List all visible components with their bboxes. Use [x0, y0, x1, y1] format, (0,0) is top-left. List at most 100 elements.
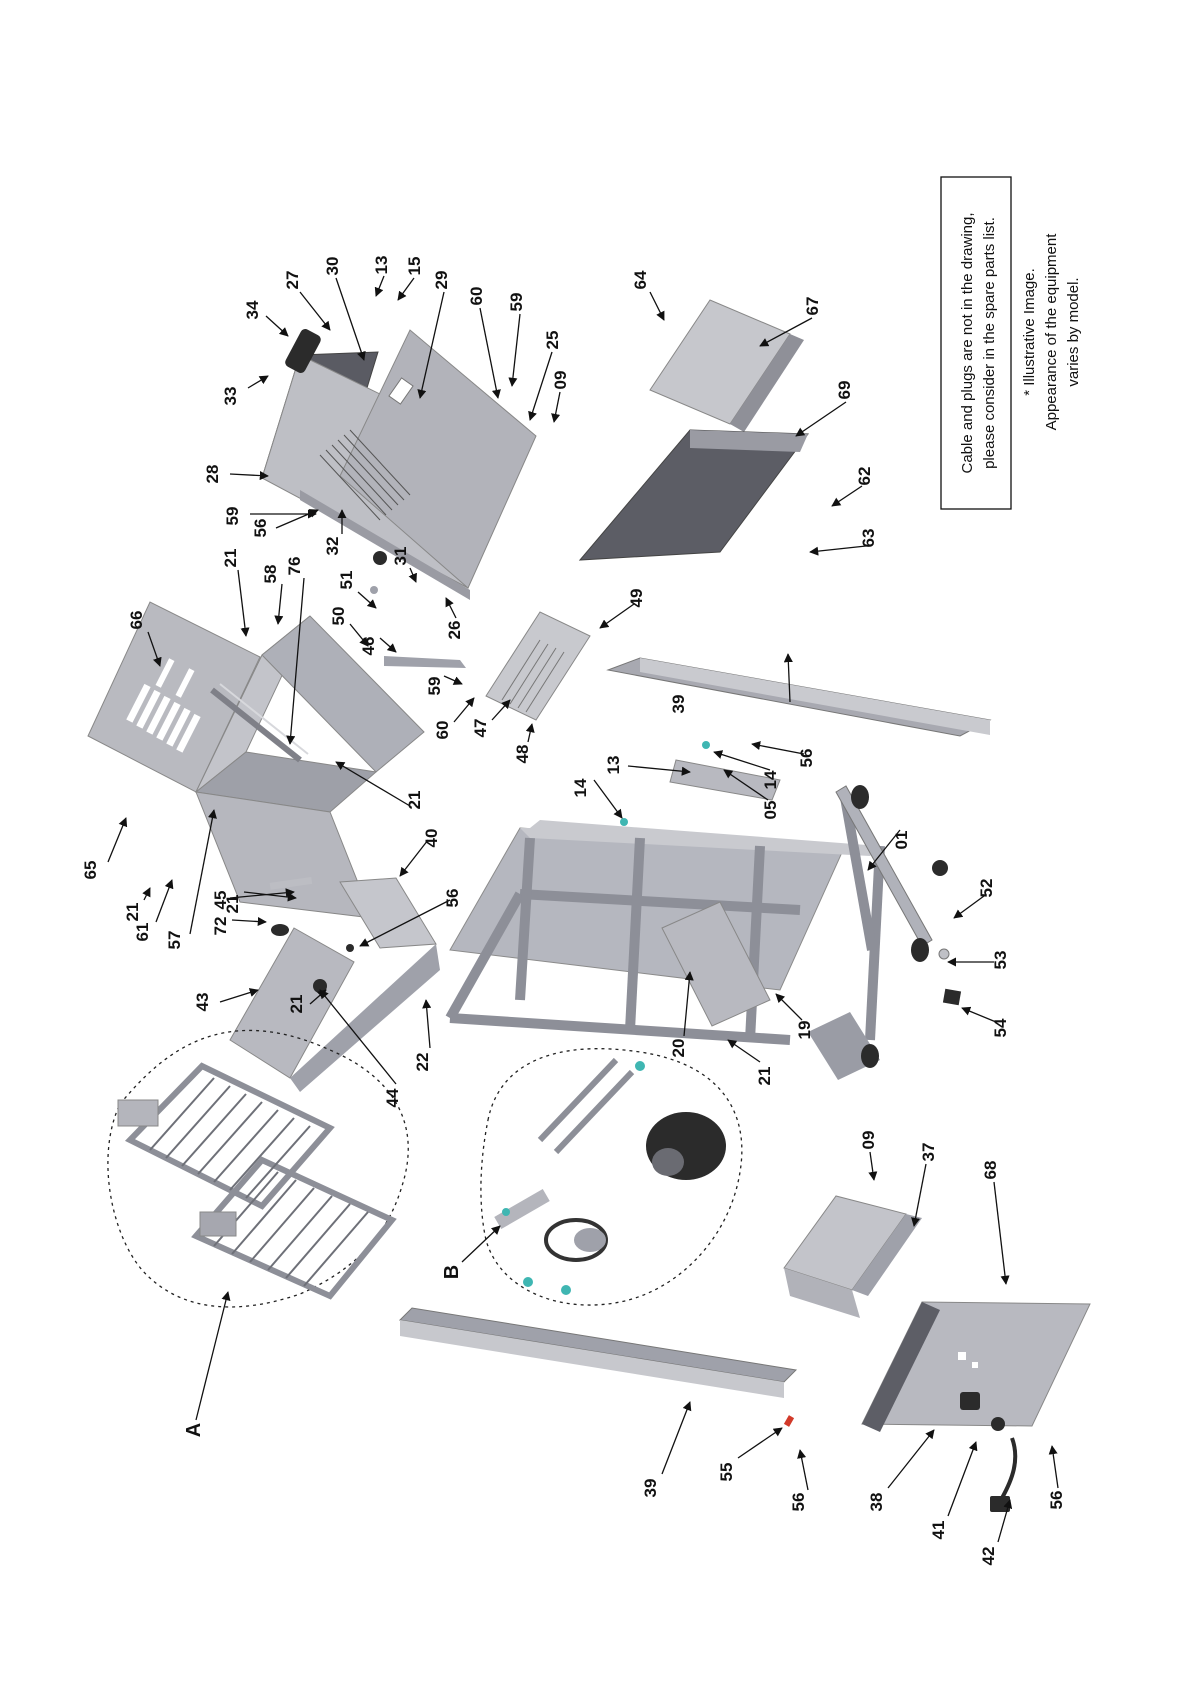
callout-leader — [408, 567, 417, 583]
callout-leader — [231, 916, 267, 927]
callout-leader — [229, 888, 295, 899]
callout-leader — [286, 577, 305, 745]
callout-number: 68 — [981, 1161, 1000, 1180]
callout-leader — [479, 307, 501, 399]
callout-leader — [508, 313, 521, 387]
callout-leader — [953, 895, 985, 919]
callout-number: 53 — [991, 951, 1010, 970]
callout-leader — [737, 1427, 783, 1459]
callout-number: 45 — [211, 891, 230, 910]
callout-leader — [713, 750, 771, 771]
callout-number: 56 — [1047, 1491, 1066, 1510]
callout-leader — [142, 887, 151, 901]
callout-number: 28 — [203, 465, 222, 484]
callout-leader — [525, 723, 535, 743]
callout-number: 61 — [133, 923, 152, 942]
callout-number: 21 — [405, 791, 424, 810]
callout-number: 50 — [329, 607, 348, 626]
part-39-left-side-panel — [398, 1307, 798, 1398]
callout-leader — [528, 351, 553, 421]
callout-leader — [491, 699, 511, 721]
callout-leader — [237, 569, 250, 637]
callout-leader — [379, 637, 397, 653]
callout-number: 52 — [977, 879, 996, 898]
callout-leader — [319, 989, 397, 1085]
callout-leader — [265, 315, 289, 337]
callout-number: 62 — [855, 467, 874, 486]
callout-number: 32 — [323, 537, 342, 556]
callout-number: 56 — [443, 889, 462, 908]
callout-leader — [627, 765, 691, 776]
part-37-bottom-tray — [783, 1195, 922, 1318]
footnote-line-2: Appearance of the equipment — [1043, 233, 1060, 431]
callout-leader — [422, 999, 432, 1049]
callout-leader — [831, 485, 863, 507]
callout-number: 22 — [413, 1053, 432, 1072]
callout-leader — [374, 275, 385, 297]
callout-number: 56 — [789, 1493, 808, 1512]
callout-number: 63 — [859, 529, 878, 548]
callout-leader — [147, 631, 162, 667]
callout-leader — [357, 591, 377, 609]
callout-leader — [797, 1449, 809, 1491]
callout-number: 21 — [221, 549, 240, 568]
part-65-top-plate — [87, 601, 261, 793]
callout-number: 51 — [337, 571, 356, 590]
callout-leader — [417, 291, 445, 399]
callout-number: 60 — [467, 287, 486, 306]
callout-number: 44 — [383, 1088, 402, 1107]
callout-number: 72 — [211, 917, 230, 936]
assembly-B — [480, 1048, 743, 1306]
footnote-line-3: varies by model. — [1065, 277, 1082, 386]
callout-number: 33 — [221, 387, 240, 406]
part-67-tray — [649, 299, 804, 432]
footnote: * Illustrative Image. Appearance of the … — [1021, 233, 1082, 431]
callout-number: 60 — [433, 721, 452, 740]
callout-leader — [229, 471, 269, 481]
callout-leader — [397, 277, 415, 301]
callout-leader — [399, 839, 429, 877]
callout-leader — [107, 817, 128, 863]
callout-number: 59 — [223, 507, 242, 526]
callout-leader — [349, 623, 369, 647]
callout-leader — [274, 583, 284, 625]
callout-number: 21 — [287, 995, 306, 1014]
callout-leader — [443, 675, 463, 685]
callout-number: 57 — [165, 931, 184, 950]
callout-number: 67 — [803, 297, 822, 316]
callout-number: 05 — [761, 801, 780, 820]
callout-leader — [868, 1151, 878, 1181]
callout-number: 13 — [372, 256, 391, 275]
footnote-line-1: * Illustrative Image. — [1021, 268, 1038, 396]
callout-number: 30 — [323, 257, 342, 276]
callout-number: 14 — [761, 770, 780, 789]
callout-number: 49 — [627, 589, 646, 608]
callout-leader — [453, 697, 475, 723]
callout-leader — [997, 1499, 1013, 1543]
callout-leader — [247, 375, 269, 389]
callout-leader — [775, 993, 803, 1021]
callout-leader — [783, 653, 793, 703]
callout-number: 64 — [631, 270, 650, 289]
callout-number: 38 — [867, 1493, 886, 1512]
callout-number: 58 — [261, 565, 280, 584]
callout-number: 09 — [551, 371, 570, 390]
callout-leader — [947, 1441, 978, 1517]
callout-leader — [551, 391, 561, 423]
callout-number: 39 — [669, 695, 688, 714]
callout-leader — [727, 1039, 761, 1063]
callout-number: 21 — [755, 1067, 774, 1086]
callout-number: 09 — [859, 1131, 878, 1150]
part-68-back-panel — [861, 1301, 1091, 1432]
part-69-dark-plate — [578, 429, 809, 561]
callout-leader — [649, 291, 665, 321]
callout-leader — [335, 277, 366, 361]
callout-leader — [335, 761, 411, 807]
callout-leader — [911, 1163, 927, 1227]
callout-leader — [993, 1181, 1010, 1285]
callout-number: 76 — [285, 557, 304, 576]
callout-leader — [275, 509, 319, 529]
callout-number: 65 — [81, 861, 100, 880]
